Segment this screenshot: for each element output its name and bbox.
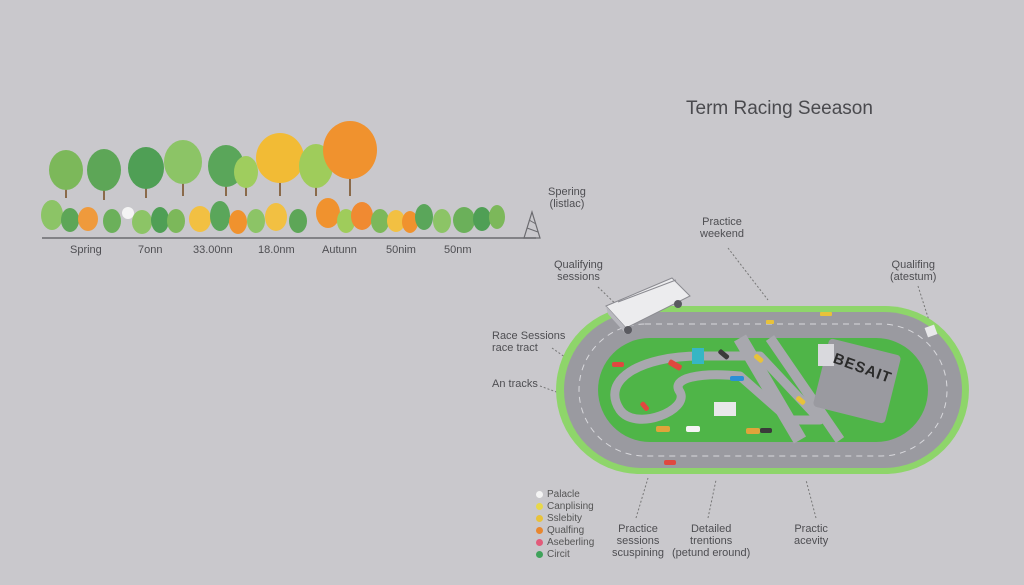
callout-practic-acevity: Practic acevity xyxy=(794,523,829,547)
grandstand xyxy=(813,338,901,424)
cars xyxy=(612,312,832,465)
legend-swatch xyxy=(536,550,543,558)
legend-label: Palacle xyxy=(547,488,580,500)
timeline-label-6: 50nim xyxy=(386,244,416,256)
legend-item: Sslebity xyxy=(536,512,594,524)
callout-practice-sessions: Practice sessions scuspining xyxy=(612,523,664,559)
legend-label: Canplising xyxy=(547,500,594,512)
callout-race-sessions: Race Sessions race tract xyxy=(492,330,566,354)
truck-icon xyxy=(605,277,691,334)
timeline-label-autumn: Autunn xyxy=(322,244,357,256)
legend-label: Aseberling xyxy=(547,536,595,548)
sign-left xyxy=(692,348,704,364)
callout-practice-weekend: Practice weekend xyxy=(700,216,745,240)
page-title: Term Racing Seeason xyxy=(686,98,873,119)
callout-detailed: Detailed trentions (petund eround) xyxy=(672,523,751,559)
callout-an-tracks: An tracks xyxy=(492,378,538,390)
timeline-label-4: 18.0nm xyxy=(258,244,295,256)
tree-timeline xyxy=(41,121,541,239)
legend-label: Qualfing xyxy=(547,524,585,536)
legend-swatch xyxy=(536,538,543,546)
timeline-label-7: 50nm xyxy=(444,244,472,256)
sign-middle xyxy=(714,402,736,416)
timeline-label-spring: Spring xyxy=(70,244,102,256)
callout-qualifying-sessions: Qualifying sessions xyxy=(554,259,603,283)
tree-row-back xyxy=(49,121,377,200)
legend-swatch xyxy=(536,490,543,498)
legend-swatch xyxy=(536,526,543,534)
callout-qualifying-right: Qualifing (atestum) xyxy=(890,259,937,283)
race-track xyxy=(556,306,969,474)
legend-item: Circit xyxy=(536,548,594,560)
legend-item: Aseberling xyxy=(536,536,594,548)
legend-item: Qualfing xyxy=(536,524,594,536)
legend-item: Canplising xyxy=(536,500,594,512)
legend: Palacle Canplising Sslebity Qualfing Ase… xyxy=(536,488,594,560)
tower-icon xyxy=(523,209,541,239)
legend-swatch xyxy=(536,514,543,522)
legend-swatch xyxy=(536,502,543,510)
timeline-label-3: 33.00nn xyxy=(193,244,233,256)
legend-label: Circit xyxy=(547,548,570,560)
sign-right xyxy=(924,324,938,338)
timeline-label-2: 7onn xyxy=(138,244,163,256)
legend-label: Sslebity xyxy=(547,512,583,524)
legend-item: Palacle xyxy=(536,488,594,500)
tree-row-front xyxy=(41,198,505,234)
timeline-end-label: Spering (listlac) xyxy=(548,186,586,210)
